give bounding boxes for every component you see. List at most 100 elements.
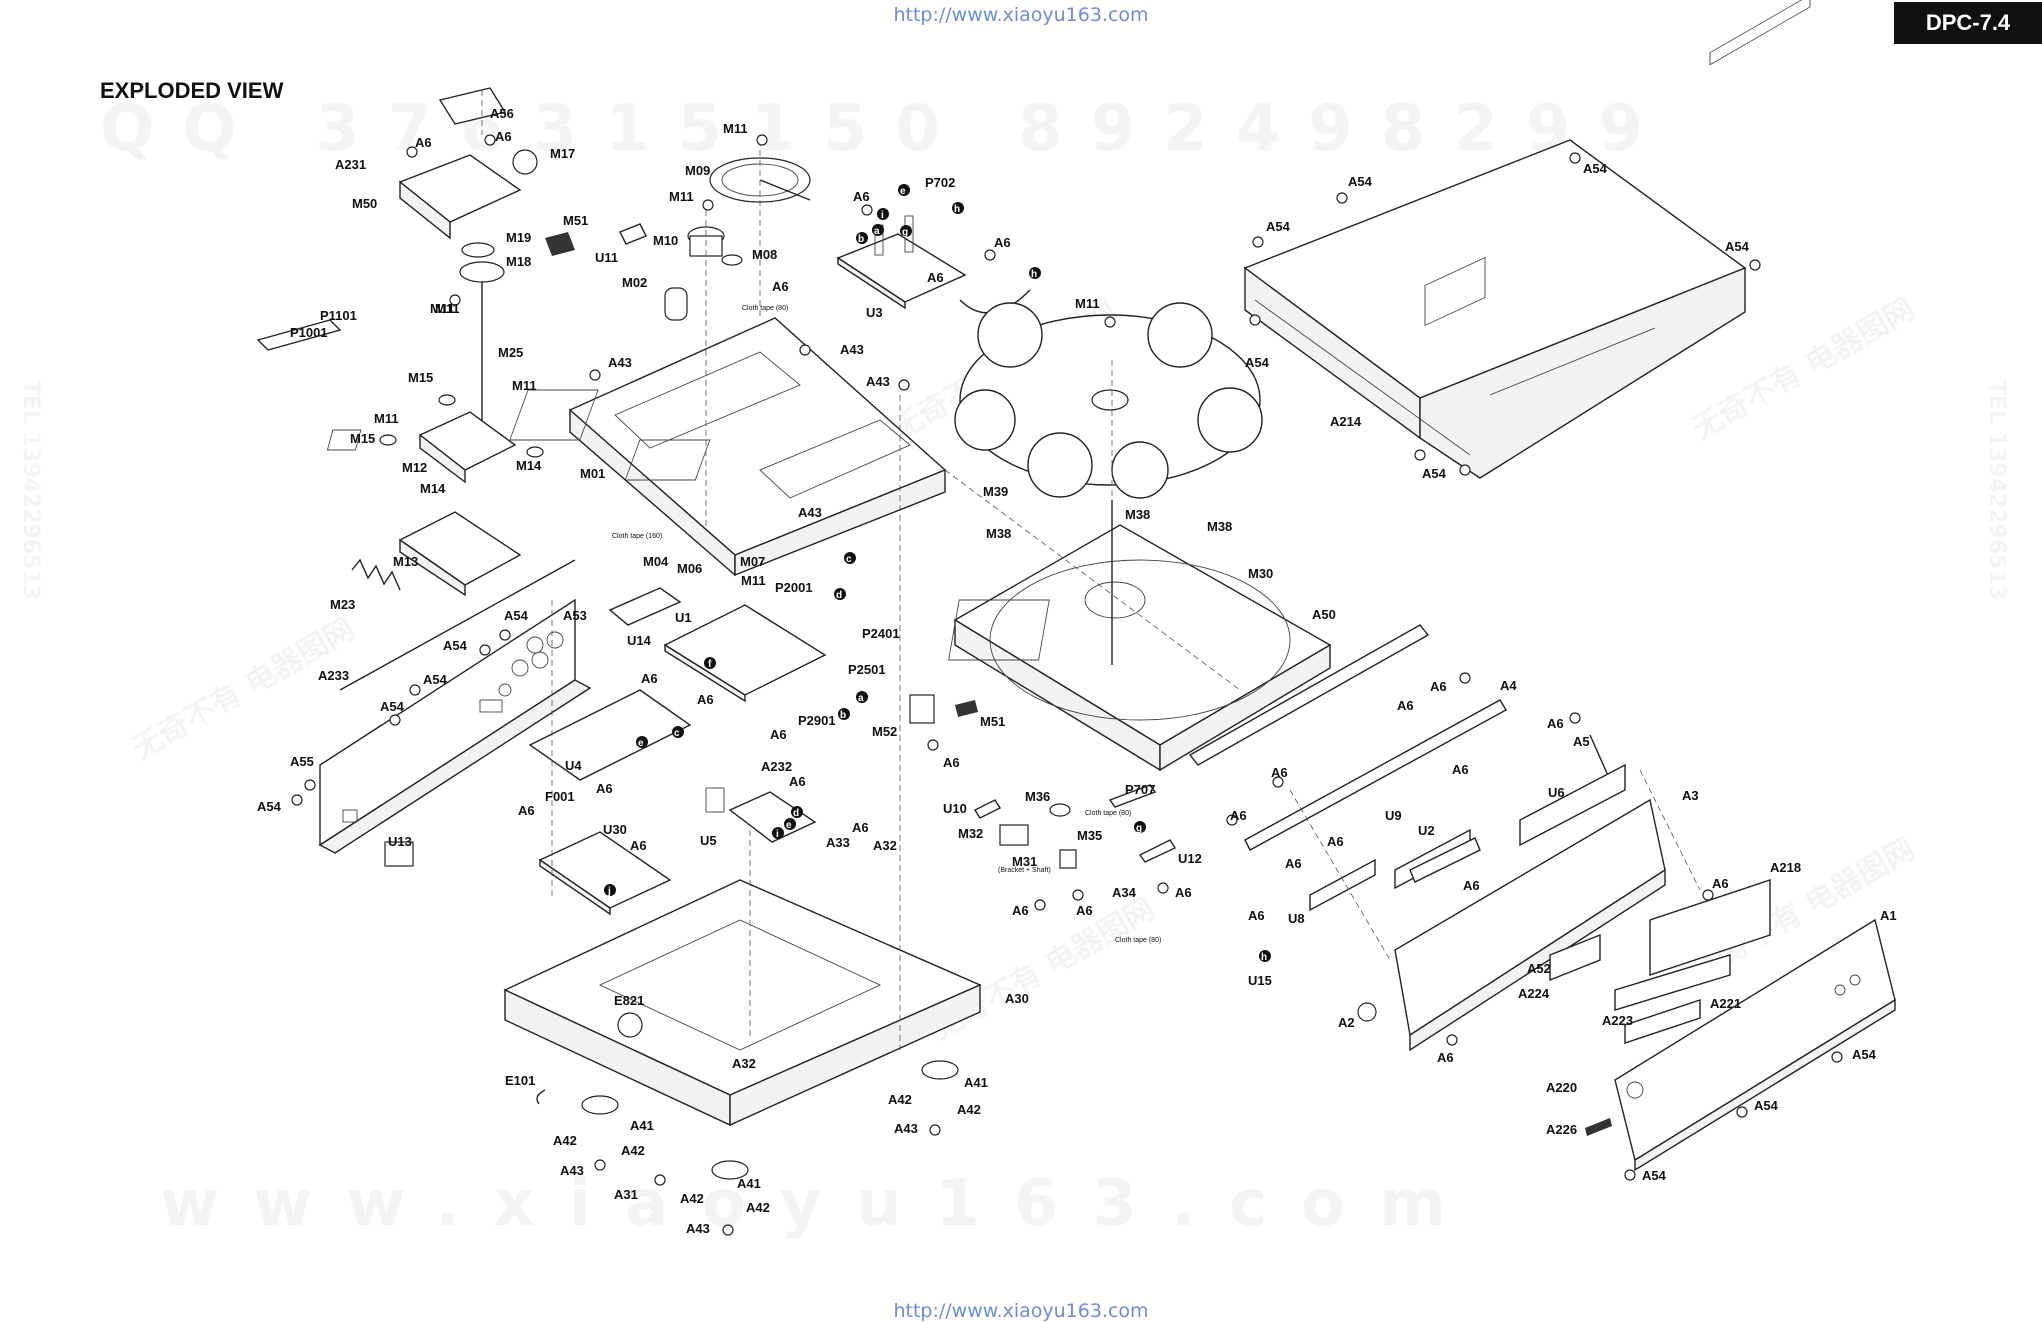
label-u8: U8: [1288, 911, 1305, 926]
label-m04: M04: [643, 554, 669, 569]
label-a218: A218: [1770, 860, 1801, 875]
svg-text:j: j: [607, 886, 611, 897]
fastener-screws: [291, 134, 1843, 1236]
label-u4: U4: [565, 758, 582, 773]
label-m19: M19: [506, 230, 531, 245]
label-p2001: P2001: [775, 580, 813, 595]
label-e101: E101: [505, 1073, 535, 1088]
label-m39: M39: [983, 484, 1008, 499]
label-a54-12: A54: [1852, 1047, 1877, 1062]
callout-e-1: e: [898, 184, 910, 197]
part-labels: A56 A6 A6 A231 M17 M50 M51 M19 M18 M11 M…: [257, 106, 1897, 1236]
tray-drive-gears: [619, 157, 811, 321]
label-m38-2: M38: [986, 526, 1011, 541]
label-a6-15: A6: [518, 803, 535, 818]
label-a43-1: A43: [608, 355, 632, 370]
label-a6-30: A6: [1437, 1050, 1454, 1065]
label-m11-6: M11: [374, 411, 399, 426]
source-url-top[interactable]: http://www.xiaoyu163.com: [893, 4, 1149, 26]
label-u5: U5: [700, 833, 717, 848]
front-windows: [1357, 879, 1771, 1044]
label-u14: U14: [627, 633, 652, 648]
top-cover-a214: [1243, 139, 1747, 479]
watermark-cn-1: 无奇不有 电器图网: [127, 611, 361, 767]
label-m11-3: M11: [669, 189, 694, 204]
label-a54-14: A54: [1642, 1168, 1667, 1183]
label-a54-5: A54: [1245, 355, 1270, 370]
rear-panel-a53: [318, 559, 592, 854]
label-a6-13: A6: [943, 755, 960, 770]
label-m06: M06: [677, 561, 702, 576]
label-p1101: P1101: [320, 308, 357, 323]
label-u13: U13: [388, 834, 412, 849]
watermark-site: www.xiaoyu163.com: [160, 1167, 1480, 1241]
svg-text:i: i: [881, 210, 884, 221]
label-a54-10: A54: [380, 699, 405, 714]
note-cloth-tape-80-a: Cloth tape (80): [742, 305, 788, 312]
label-a54-13: A54: [1754, 1098, 1779, 1113]
label-e821: E821: [614, 993, 644, 1008]
label-a3: A3: [1682, 788, 1699, 803]
label-m30: M30: [1248, 566, 1273, 581]
label-a43-7: A43: [686, 1221, 710, 1236]
callout-a-2: a: [856, 691, 868, 704]
label-a6-3: A6: [772, 279, 789, 294]
callout-e-2: e: [636, 736, 648, 749]
label-a6-23: A6: [1230, 808, 1247, 823]
label-p1001: P1001: [290, 325, 328, 340]
callout-c-1: c: [844, 552, 856, 565]
label-u30: U30: [603, 822, 627, 837]
label-a220: A220: [1546, 1080, 1577, 1095]
svg-text:e: e: [900, 186, 906, 197]
label-m13: M13: [393, 554, 418, 569]
label-a52: A52: [1527, 961, 1551, 976]
label-a31: A31: [614, 1187, 638, 1202]
callout-i-2: i: [772, 827, 784, 840]
label-f001: F001: [545, 789, 575, 804]
callout-h-2: h: [1029, 267, 1041, 280]
label-m07: M07: [740, 554, 765, 569]
note-cloth-tape-80-b: Cloth tape (80): [1085, 810, 1131, 817]
svg-text:a: a: [874, 226, 880, 237]
label-a6-19: A6: [1175, 885, 1192, 900]
label-a43-2: A43: [840, 342, 864, 357]
svg-text:d: d: [836, 590, 842, 601]
label-p2501: P2501: [848, 662, 886, 677]
label-a54-7: A54: [504, 608, 529, 623]
svg-text:f: f: [708, 659, 712, 670]
board-u3: [836, 215, 1031, 314]
side-rails: [1188, 624, 1611, 851]
callout-a-1: a: [872, 224, 884, 237]
watermark-cn-4: 无奇不有 电器图网: [927, 891, 1161, 1047]
label-a43-4: A43: [798, 505, 822, 520]
label-a6-21: A6: [1076, 903, 1093, 918]
source-url-bottom[interactable]: http://www.xiaoyu163.com: [893, 1300, 1149, 1322]
label-a6-20: A6: [1012, 903, 1029, 918]
label-a6-4: A6: [853, 189, 870, 204]
label-a231: A231: [335, 157, 366, 172]
label-a32-1: A32: [873, 838, 897, 853]
label-a6-7: A6: [641, 671, 658, 686]
label-a42-5: A42: [680, 1191, 704, 1206]
label-m11-2: M11: [723, 121, 748, 136]
callout-c-2: c: [672, 726, 684, 739]
label-a6-5: A6: [994, 235, 1011, 250]
svg-text:e: e: [638, 738, 644, 749]
label-m51-1: M51: [563, 213, 588, 228]
label-u15: U15: [1248, 973, 1272, 988]
label-a2: A2: [1338, 1015, 1355, 1030]
label-a54-9: A54: [423, 672, 448, 687]
label-a56: A56: [490, 106, 514, 121]
label-a6-11: A6: [1397, 698, 1414, 713]
label-m50: M50: [352, 196, 377, 211]
svg-text:i: i: [776, 829, 779, 840]
label-a1: A1: [1880, 908, 1897, 923]
label-m36: M36: [1025, 789, 1050, 804]
label-m38-3: M38: [1207, 519, 1232, 534]
label-a54-6: A54: [1422, 466, 1447, 481]
page-title: EXPLODED VIEW: [100, 78, 284, 103]
label-a41-2: A41: [630, 1118, 654, 1133]
label-a54-4: A54: [1725, 239, 1750, 254]
connection-callouts: b a g e i h h c d f b a c e d e i j g h: [604, 184, 1271, 963]
label-m15-2: M15: [350, 431, 375, 446]
